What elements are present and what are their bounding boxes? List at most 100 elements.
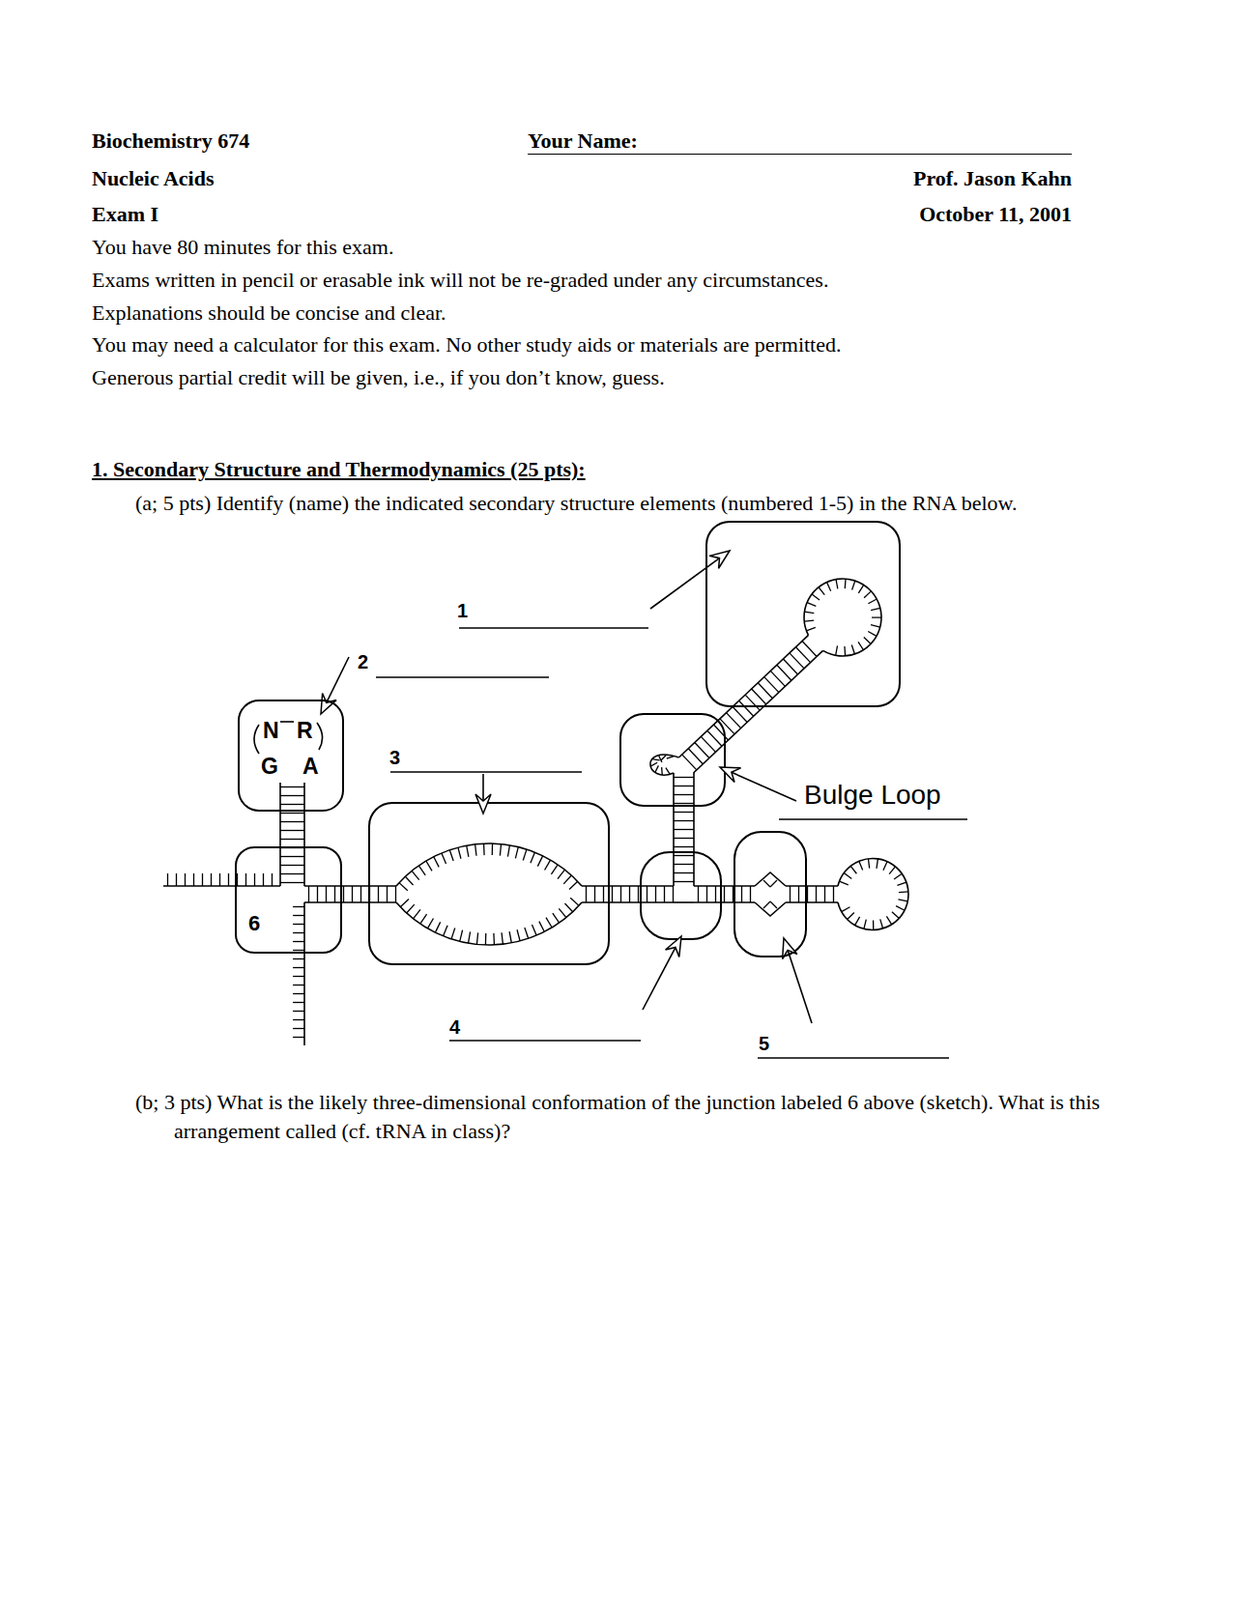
stroke [863, 920, 866, 930]
stroke [719, 719, 735, 735]
stroke [537, 856, 543, 867]
stroke [581, 885, 674, 888]
stroke [175, 873, 177, 887]
loop-backbone [754, 872, 786, 917]
stroke [292, 1002, 305, 1004]
stroke [475, 844, 477, 857]
stroke [715, 886, 717, 903]
stroke [642, 948, 676, 1010]
stroke [316, 886, 318, 903]
stroke [707, 730, 722, 747]
stroke [271, 873, 273, 887]
stroke [458, 847, 461, 860]
stroke [785, 901, 838, 904]
stroke [673, 837, 694, 839]
stroke [539, 921, 545, 933]
stroke [413, 909, 421, 919]
answer-line [449, 1040, 641, 1042]
answer-line [778, 819, 968, 821]
stroke [847, 913, 855, 921]
stroke [375, 676, 549, 679]
stroke [193, 873, 195, 887]
course-heading: Biochemistry 674 [91, 128, 250, 153]
stroke [449, 850, 454, 862]
stroke [292, 1019, 305, 1021]
stroke [507, 845, 510, 858]
base-letter: G [260, 753, 279, 779]
stroke [802, 641, 817, 658]
stroke [262, 873, 264, 887]
element-box [734, 832, 806, 957]
stroke [818, 587, 825, 596]
stroke [732, 886, 734, 903]
base-letter: N [262, 718, 280, 744]
stroke [292, 1010, 305, 1012]
arrowhead [665, 936, 682, 957]
stroke [731, 772, 797, 802]
stroke [673, 881, 694, 883]
stroke [876, 859, 878, 869]
stroke [369, 886, 371, 903]
instruction: Generous partial credit will be given, i… [91, 365, 665, 390]
small-internal-loop [754, 872, 786, 917]
stroke [466, 845, 469, 858]
stroke [843, 872, 852, 879]
stroke [751, 689, 767, 705]
stroke [292, 915, 305, 917]
loop-backbone [396, 902, 582, 946]
stroke [787, 949, 812, 1024]
stroke [843, 646, 846, 657]
stroke [706, 886, 708, 903]
stroke [531, 924, 537, 936]
question-text: (a; 5 pts) Identify (name) the indicated… [135, 490, 1018, 516]
stroke [492, 933, 495, 946]
hairpin-loop [837, 859, 909, 931]
stroke [279, 782, 282, 887]
stroke [650, 558, 720, 609]
stroke [838, 881, 848, 886]
stroke [665, 768, 670, 776]
helix-ladder [280, 782, 305, 887]
stroke [673, 803, 694, 805]
callout-number: 1 [457, 599, 468, 624]
stroke [673, 872, 694, 874]
stroke [841, 907, 851, 913]
stroke [308, 886, 310, 903]
stroke [254, 873, 256, 887]
stroke [390, 771, 582, 774]
stroke [693, 650, 824, 774]
stroke [898, 891, 909, 893]
stroke [280, 786, 305, 788]
single-strand [163, 873, 281, 887]
stroke [585, 886, 587, 903]
stroke [659, 755, 662, 763]
stroke [411, 870, 420, 880]
stroke [280, 838, 305, 840]
stroke [673, 846, 694, 848]
stroke [449, 1039, 641, 1042]
stroke [855, 917, 861, 926]
stroke [798, 886, 800, 903]
stroke [280, 864, 305, 866]
stroke [377, 886, 379, 903]
base-letter: R [296, 718, 314, 744]
stroke [757, 1057, 950, 1060]
stroke [280, 873, 305, 875]
base-letter: 6 [248, 911, 260, 936]
stroke [870, 607, 881, 610]
stroke [867, 859, 869, 869]
stroke [400, 898, 409, 907]
stroke [564, 903, 573, 913]
stroke [886, 916, 892, 924]
stroke [655, 886, 657, 903]
stroke [895, 906, 905, 912]
pointer-arrow [782, 938, 812, 1024]
stroke [749, 886, 751, 903]
stroke [763, 880, 771, 888]
stroke [483, 843, 486, 856]
stroke [546, 918, 552, 928]
stroke [850, 865, 857, 874]
stroke [757, 683, 773, 699]
bulge-loop-strand [650, 754, 679, 776]
